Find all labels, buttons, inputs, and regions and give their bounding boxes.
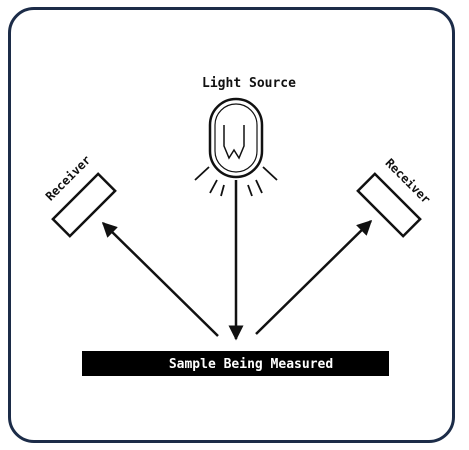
reflected-ray-right-arrow (255, 219, 373, 335)
receiver-right-icon (356, 172, 422, 238)
receiver-left-icon (51, 172, 117, 238)
sample-label: Sample Being Measured (169, 357, 333, 372)
light-bulb-icon (208, 97, 264, 179)
light-source-label: Light Source (202, 76, 296, 91)
reflected-ray-left-arrow (101, 221, 219, 337)
light-rays (194, 166, 278, 197)
sample-bar (82, 351, 389, 376)
